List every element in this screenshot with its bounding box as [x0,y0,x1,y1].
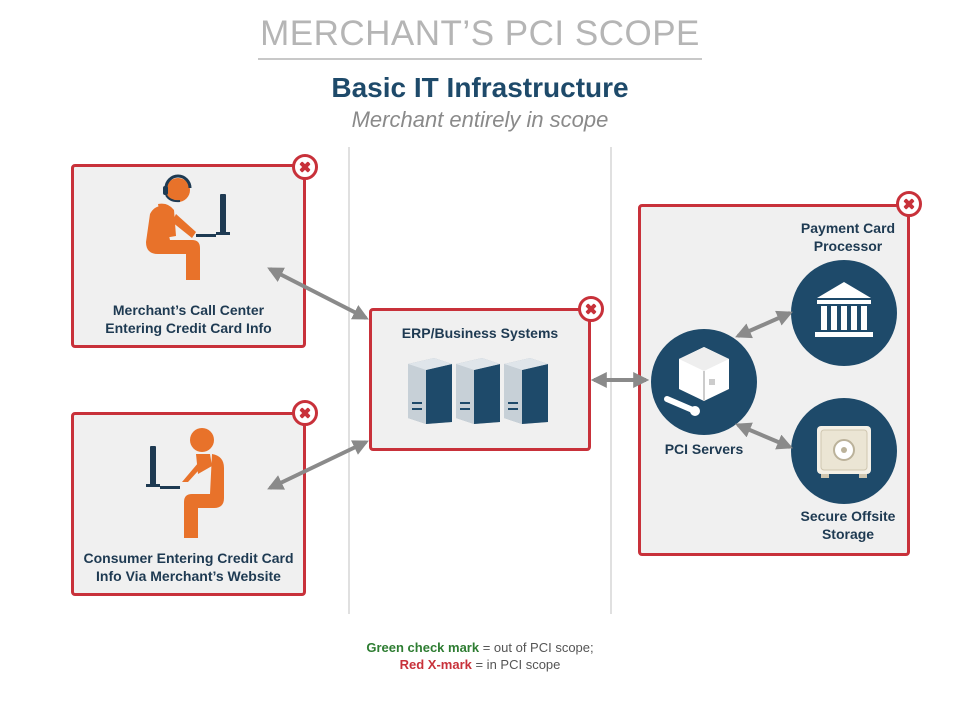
call-center-label-line2: Entering Credit Card Info [105,320,272,336]
arrow-pci-processor [735,310,793,339]
payment-processor-label-line1: Payment Card [800,220,896,236]
secure-storage-label-line1: Secure Offsite [800,508,896,524]
legend-red-label: Red X-mark [399,657,472,672]
consumer-label-line1: Consumer Entering Credit Card [83,550,294,566]
pci-servers-label: PCI Servers [664,441,744,457]
legend-green-label: Green check mark [366,640,480,655]
scope-description: Merchant entirely in scope [351,107,609,132]
consumer-x-mark-icon [292,400,318,426]
bank-building-icon [791,260,897,366]
main-title: MERCHANT’S PCI SCOPE [0,14,960,60]
server-rack-icon [408,358,548,424]
safe-icon [791,398,897,504]
cube-box-icon [651,329,757,435]
legend-red-text: = in PCI scope [471,657,561,672]
diagram-subtitle: Basic IT Infrastructure [331,72,629,103]
legend: Green check mark = out of PCI scope; Red… [0,639,960,673]
divider-left [348,147,350,614]
legend-red-line: Red X-mark = in PCI scope [0,656,960,673]
legend-green-line: Green check mark = out of PCI scope; [0,639,960,656]
call-center-label-line1: Merchant’s Call Center [112,302,265,318]
arrow-pci-storage [735,422,793,450]
pci-group-x-mark-icon [896,191,922,217]
call-center-x-mark-icon [292,154,318,180]
legend-green-text: = out of PCI scope; [479,640,594,655]
person-at-computer-icon [146,428,224,538]
person-with-headset-icon [146,174,230,280]
payment-processor-label-line2: Processor [813,238,883,254]
arrow-consumer-erp [267,440,369,490]
erp-label: ERP/Business Systems [401,325,559,341]
consumer-label-line2: Info Via Merchant’s Website [96,568,281,584]
arrow-callcenter-erp [267,267,369,320]
erp-x-mark-icon [578,296,604,322]
secure-storage-label-line2: Storage [821,526,875,542]
